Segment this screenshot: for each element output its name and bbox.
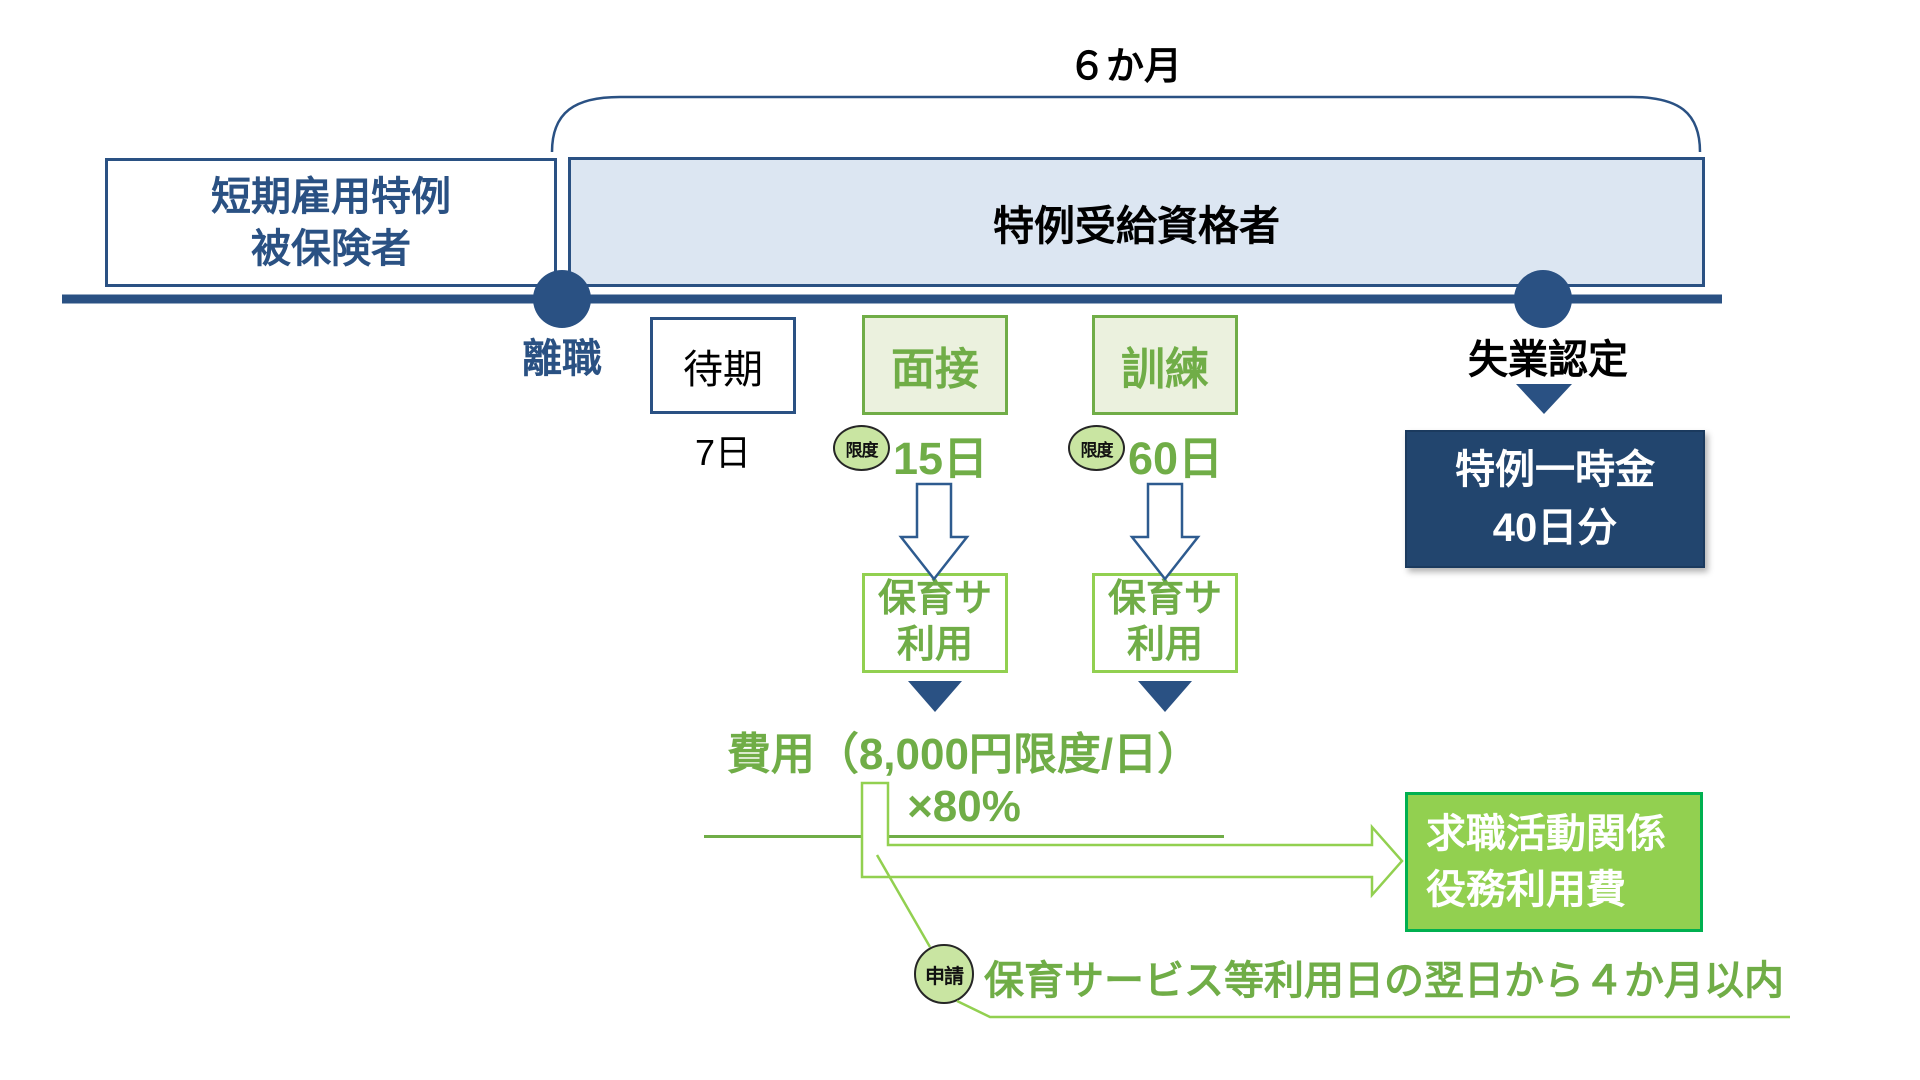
pre-insured-line1: 短期雇用特例 bbox=[211, 174, 451, 219]
lump-sum-line2: 40日分 bbox=[1492, 506, 1618, 550]
triangle-down-icon bbox=[1516, 384, 1572, 414]
service-box-interview: 保育サ 利用 bbox=[862, 573, 1008, 673]
eligible-period-box: 特例受給資格者 bbox=[568, 157, 1705, 287]
recognition-label: 失業認定 bbox=[1468, 338, 1628, 382]
benefit-line2: 役務利用費 bbox=[1426, 868, 1626, 912]
pre-insured-box: 短期雇用特例 被保険者 bbox=[105, 158, 557, 287]
activity-label-interview: 面接 bbox=[891, 345, 979, 394]
activity-box-interview: 面接 bbox=[862, 315, 1008, 415]
waiting-box: 待期 bbox=[650, 317, 796, 414]
apply-badge-label: 申請 bbox=[925, 965, 964, 988]
triangle-down-icon bbox=[908, 681, 962, 712]
limit-days-interview: 15日 bbox=[893, 433, 989, 484]
lump-sum-line1: 特例一時金 bbox=[1455, 448, 1655, 492]
callout-line bbox=[875, 854, 932, 948]
activity-label-training: 訓練 bbox=[1121, 345, 1209, 394]
apply-badge-icon: 申請 bbox=[914, 944, 974, 1004]
duration-bracket bbox=[550, 95, 1702, 153]
limit-badge-icon: 限度 bbox=[1068, 425, 1125, 471]
service-line1: 保育サ bbox=[877, 578, 992, 621]
service-box-training: 保育サ 利用 bbox=[1092, 573, 1238, 673]
waiting-days-label: 7日 bbox=[694, 432, 752, 473]
limit-days-training: 60日 bbox=[1128, 433, 1224, 484]
limit-badge-label: 限度 bbox=[845, 440, 879, 460]
waiting-box-label: 待期 bbox=[683, 347, 763, 392]
block-arrow-down-icon bbox=[898, 482, 970, 582]
block-arrow-down-icon bbox=[1129, 482, 1201, 582]
triangle-down-icon bbox=[1138, 681, 1192, 712]
duration-label: ６か月 bbox=[1067, 45, 1182, 88]
limit-badge-label: 限度 bbox=[1080, 440, 1114, 460]
activity-box-training: 訓練 bbox=[1092, 315, 1238, 415]
service-line2: 利用 bbox=[896, 624, 973, 666]
cost-formula-label: 費用（8,000円限度/日）×80% bbox=[704, 718, 1224, 838]
separation-label: 離職 bbox=[522, 337, 602, 381]
benefit-box: 求職活動関係 役務利用費 bbox=[1405, 792, 1703, 932]
apply-note-label: 保育サービス等利用日の翌日から４か月以内 bbox=[984, 959, 1784, 1003]
service-line1: 保育サ bbox=[1107, 578, 1222, 621]
limit-badge-icon: 限度 bbox=[833, 425, 890, 471]
lump-sum-box: 特例一時金 40日分 bbox=[1405, 430, 1705, 568]
benefit-line1: 求職活動関係 bbox=[1426, 812, 1666, 856]
eligible-period-label: 特例受給資格者 bbox=[993, 203, 1280, 249]
service-line2: 利用 bbox=[1126, 624, 1203, 666]
pre-insured-line2: 被保険者 bbox=[251, 226, 411, 271]
